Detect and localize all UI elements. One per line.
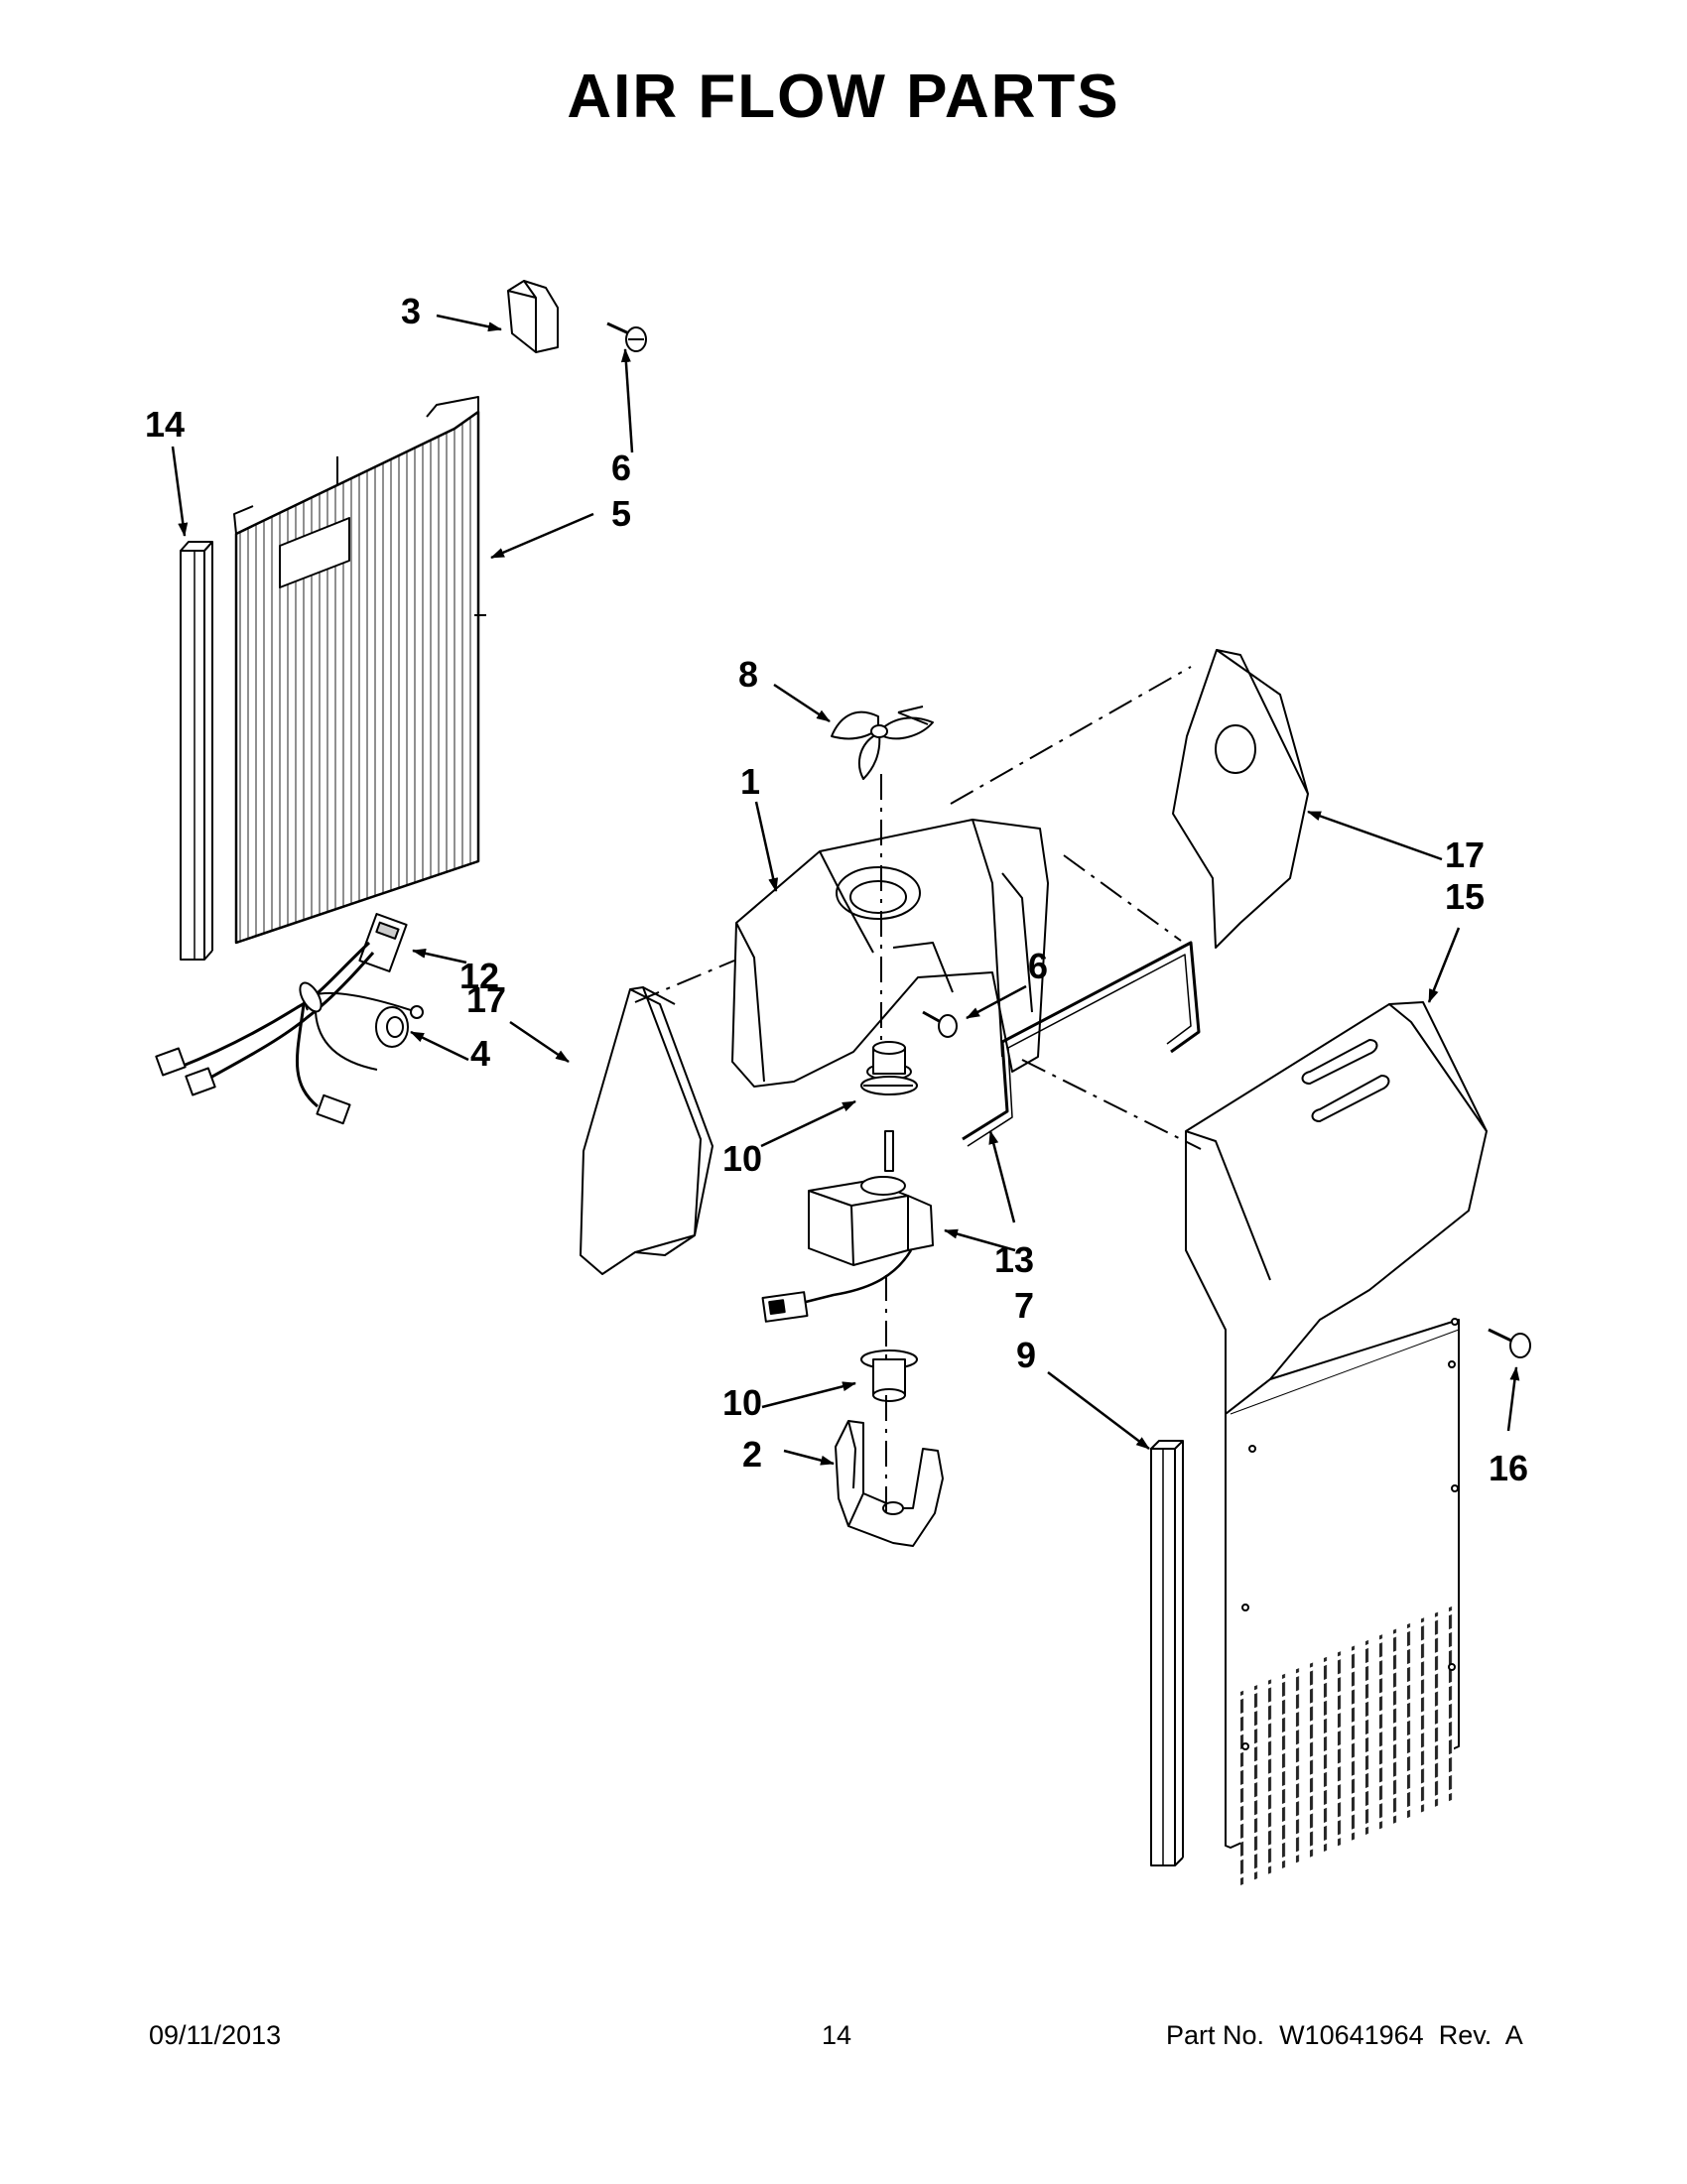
footer-part-number: Part No. W10641964 Rev. A <box>1166 2020 1523 2051</box>
part-4-grommet <box>376 1007 408 1047</box>
callout-7: 7 <box>1014 1285 1034 1326</box>
part-label: Part No. <box>1166 2020 1265 2050</box>
part-3-bracket <box>508 281 558 352</box>
part-8-fan-blade <box>832 707 933 779</box>
leader-arrows <box>171 314 1520 1466</box>
callout-16: 16 <box>1489 1448 1528 1488</box>
callout-9: 9 <box>1016 1335 1036 1375</box>
callout-15: 15 <box>1445 876 1485 917</box>
callout-17-right: 17 <box>1445 835 1485 875</box>
callout-4: 4 <box>470 1033 490 1074</box>
callout-17-left: 17 <box>466 979 506 1020</box>
callout-3: 3 <box>401 291 421 331</box>
callout-10-lower: 10 <box>722 1382 762 1423</box>
page-title: AIR FLOW PARTS <box>567 63 1120 131</box>
part-15-air-duct-cover <box>1186 1002 1487 1885</box>
alignment-lines <box>634 666 1202 1513</box>
callout-5: 5 <box>611 493 631 534</box>
callout-1: 1 <box>740 761 760 802</box>
footer-page-number: 14 <box>822 2020 852 2050</box>
rev-label: Rev. <box>1438 2020 1492 2050</box>
part-17-duct-shroud-left <box>581 987 713 1274</box>
part-1-fan-housing <box>732 820 1048 1087</box>
part-number: W10641964 <box>1279 2020 1424 2050</box>
part-10-grommet-upper <box>861 1042 917 1094</box>
part-12-wire-harness <box>156 914 423 1123</box>
part-16-screw <box>1489 1330 1530 1357</box>
callout-8: 8 <box>738 654 758 695</box>
footer-date: 09/11/2013 <box>149 2020 282 2050</box>
callout-12: 12 <box>459 956 499 996</box>
part-2-motor-bracket <box>836 1421 943 1546</box>
part-5-evaporator-cover <box>234 397 486 943</box>
part-13-wire-guard <box>963 943 1199 1146</box>
callout-2: 2 <box>742 1434 762 1475</box>
callout-14: 14 <box>145 404 185 445</box>
part-14-gasket-strip <box>181 542 212 960</box>
callout-6-middle: 6 <box>1028 946 1048 986</box>
callout-13: 13 <box>994 1239 1034 1280</box>
part-17-duct-shroud-right <box>1173 650 1308 948</box>
callout-10-upper: 10 <box>722 1138 762 1179</box>
rev-value: A <box>1504 2020 1523 2050</box>
part-10-grommet-lower <box>861 1350 917 1401</box>
part-7-fan-motor <box>763 1131 933 1322</box>
callout-labels: 3 6 5 14 8 1 12 17 4 6 10 13 7 9 10 2 17… <box>145 291 1528 1488</box>
part-6-screw-top <box>607 323 646 351</box>
callout-6-top: 6 <box>611 448 631 488</box>
part-6-screw-middle <box>923 1012 957 1037</box>
part-9-gasket-strip <box>1151 1441 1183 1865</box>
